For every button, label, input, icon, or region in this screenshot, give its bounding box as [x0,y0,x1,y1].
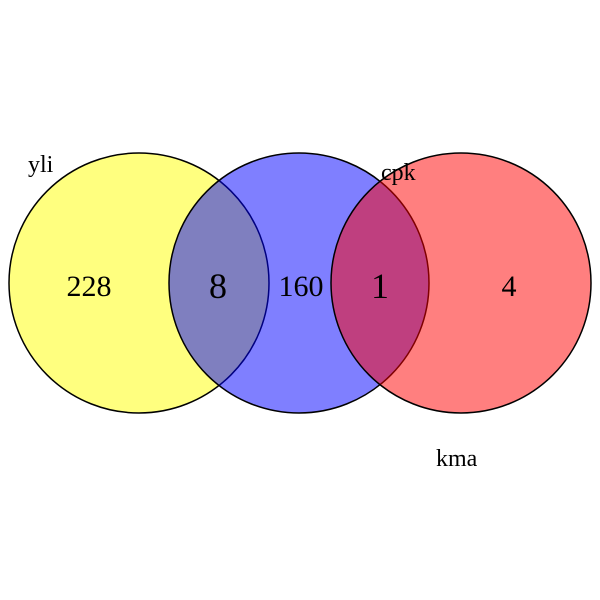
region-count-cpk-only: 160 [279,270,324,303]
set-label-yli: yli [28,152,54,178]
region-count-yli-cpk: 8 [209,266,227,306]
set-label-kma: kma [436,446,478,472]
set-label-cpk: cpk [381,160,416,186]
region-count-kma-only: 4 [502,270,517,303]
set-circle-kma [330,152,592,414]
region-count-yli-only: 228 [67,270,112,303]
region-count-cpk-kma: 1 [371,266,389,306]
